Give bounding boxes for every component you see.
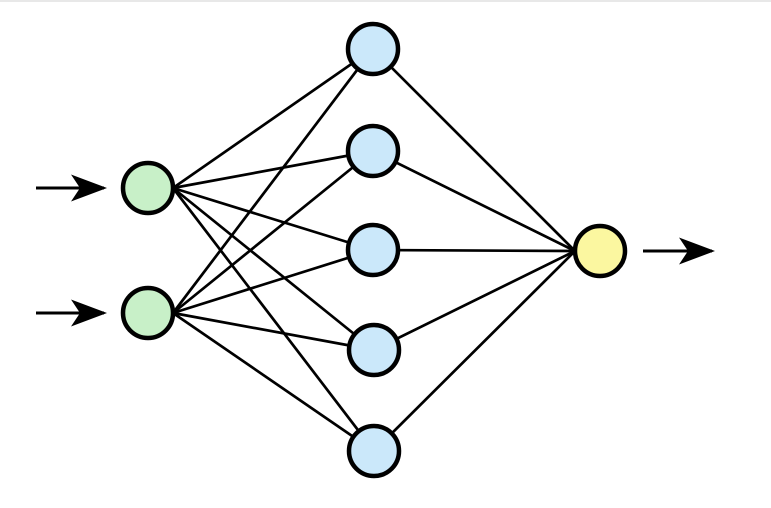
hidden-node-1 [345, 21, 401, 77]
nodes-group [120, 21, 628, 479]
edge-i1-h5 [171, 187, 376, 452]
hidden-node-3 [345, 222, 401, 278]
top-border-strip [0, 0, 771, 2]
edge-i2-h4 [172, 311, 375, 352]
edge-i1-h3 [172, 186, 374, 252]
edge-i1-h4 [172, 186, 375, 352]
input-node-2 [120, 285, 176, 341]
edge-i1-h1 [172, 47, 374, 190]
edge-i2-h2 [172, 149, 374, 315]
edges-group [171, 47, 576, 453]
edge-i2-h1 [171, 48, 375, 314]
edge-h1-o1 [372, 48, 576, 252]
edge-h2-o1 [372, 149, 576, 253]
edge-h4-o1 [373, 249, 576, 352]
hidden-node-4 [346, 322, 402, 378]
hidden-node-5 [346, 423, 402, 479]
output-node-1 [572, 223, 628, 279]
arrows-group [36, 174, 715, 327]
edge-i2-h5 [172, 311, 375, 453]
edge-h3-o1 [372, 248, 576, 253]
input-node-1 [120, 160, 176, 216]
edge-i1-h2 [172, 149, 374, 190]
edge-i2-h3 [172, 248, 374, 315]
edge-h5-o1 [373, 250, 576, 452]
hidden-node-2 [345, 123, 401, 179]
